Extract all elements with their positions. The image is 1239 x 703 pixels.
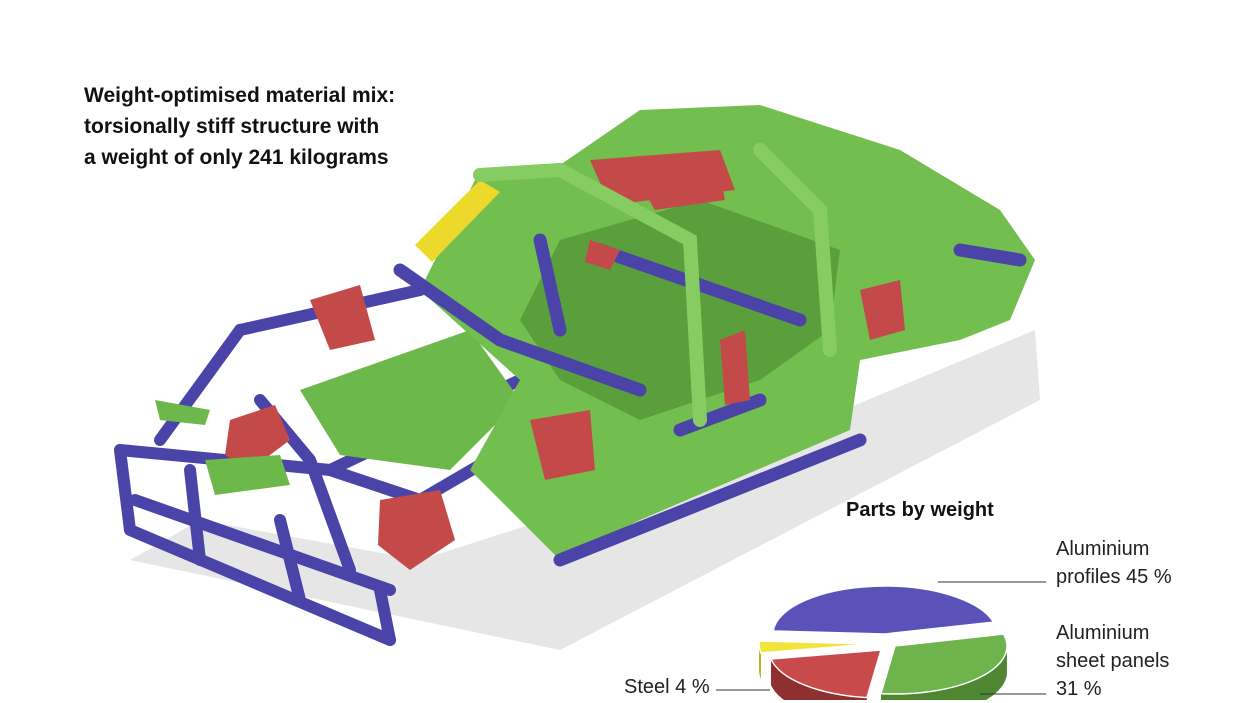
pie-label-line: sheet panels — [1056, 650, 1170, 672]
pie-label-steel: Steel 4 % — [624, 673, 710, 701]
body-pillars — [473, 143, 837, 427]
headline-line-3: a weight of only 241 kilograms — [84, 146, 389, 169]
pie-slice-side — [770, 658, 867, 700]
pie-label-line: 31 % — [1056, 678, 1102, 700]
front-sheet-parts — [155, 330, 520, 495]
front-cast-nodes — [225, 285, 455, 570]
ground-shadow — [130, 330, 1040, 650]
pie-slice — [772, 585, 995, 635]
headline-line-2: torsionally stiff structure with — [84, 115, 380, 138]
pie-label-line: Steel 4 % — [624, 676, 710, 698]
pie-label-line: profiles 45 % — [1056, 566, 1172, 588]
headline-line-1: Weight-optimised material mix: — [84, 84, 396, 107]
pie-label-aluminium-profiles: Aluminium profiles 45 % — [1056, 535, 1172, 591]
steel-a-pillar — [415, 180, 500, 262]
body-cast-nodes — [530, 150, 905, 480]
headline: Weight-optimised material mix: torsional… — [84, 80, 504, 173]
pie-chart-title: Parts by weight — [846, 499, 994, 521]
body-profiles — [393, 233, 1027, 567]
pie-label-aluminium-sheet: Aluminium sheet panels 31 % — [1056, 619, 1169, 703]
pie-slice — [879, 633, 1008, 695]
pie-slice — [769, 649, 883, 699]
pie-label-line: Aluminium — [1056, 538, 1150, 560]
pie-slice-side — [880, 647, 1007, 700]
pie-label-line: Aluminium — [1056, 622, 1150, 644]
pie-slice — [758, 640, 872, 654]
